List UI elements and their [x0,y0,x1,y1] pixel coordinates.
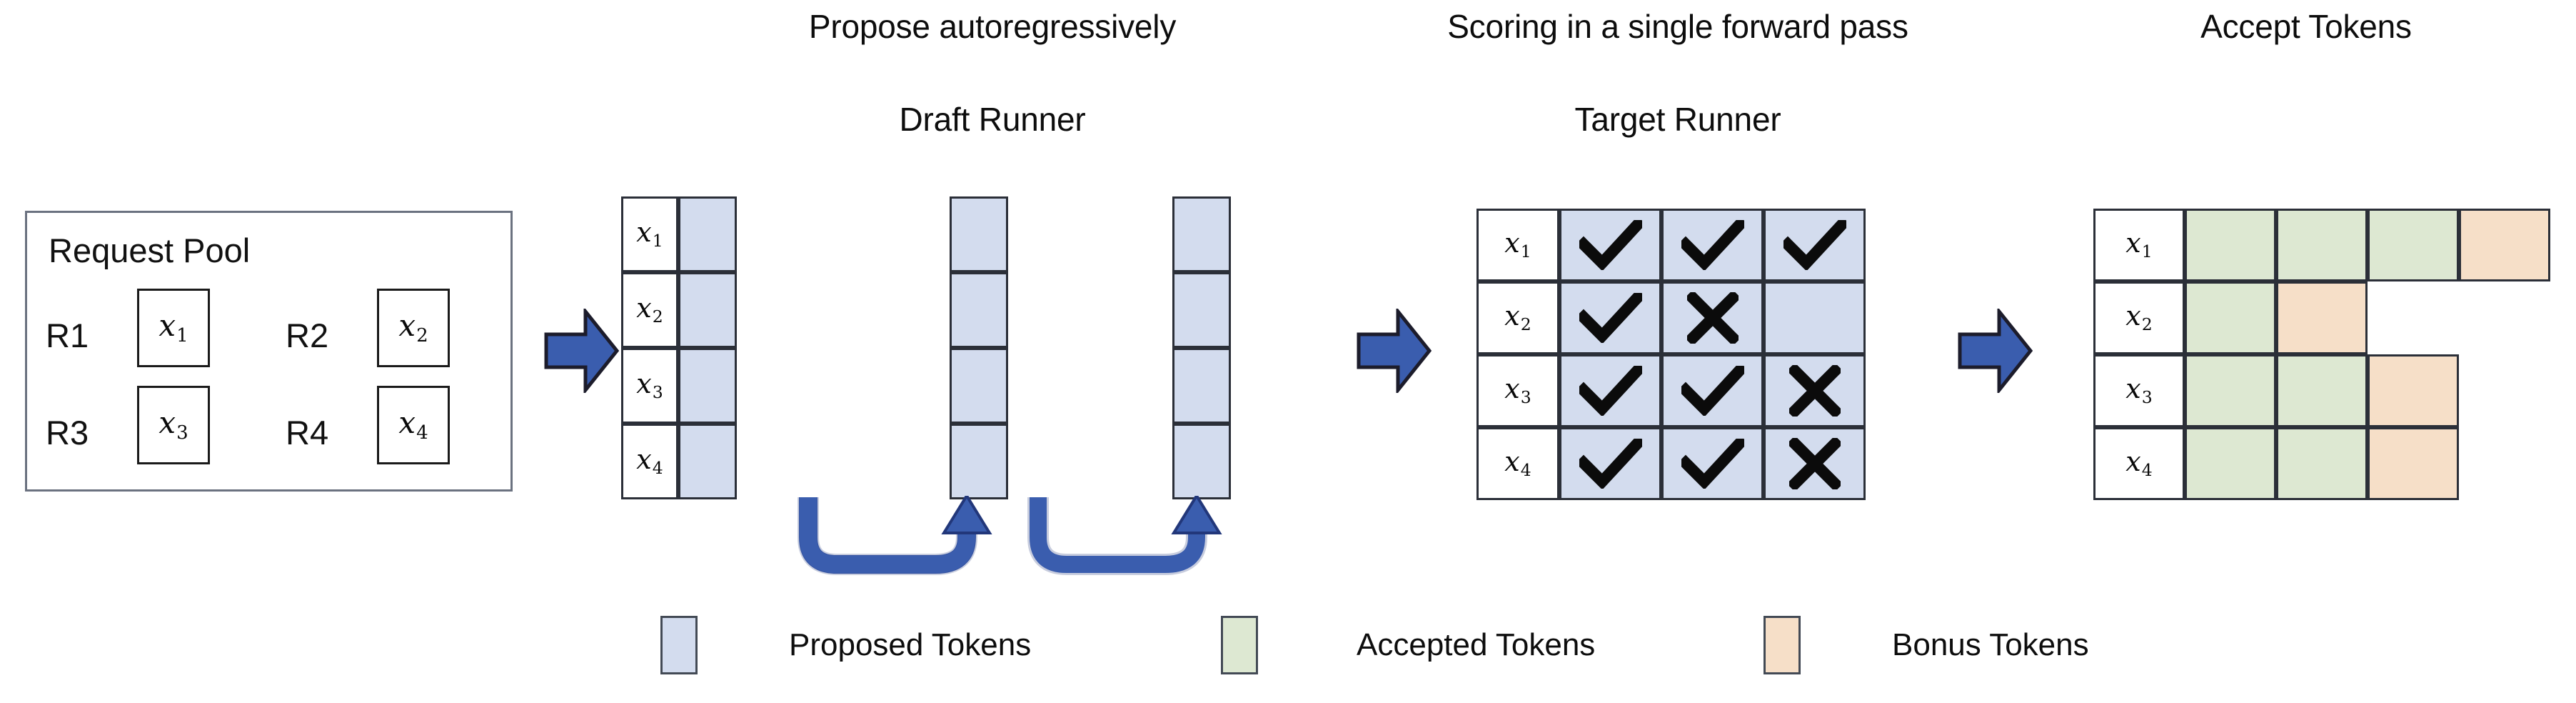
autoregressive-feedback-arrow-2 [1022,496,1229,582]
target-cell-r3-c2 [1661,354,1764,427]
request-token-box-r1: x1 [137,289,210,367]
blank-cell [1766,284,1863,352]
accept-cell-r4-c2 [2276,427,2368,500]
target-cell-r3-c1 [1559,354,1661,427]
check-icon [1561,429,1659,498]
request-label-r1: R1 [46,316,89,354]
legend-swatch-accepted [1221,616,1258,674]
accept-cell-r1-c2 [2276,209,2368,281]
token-glyph-r1: x1 [159,308,188,346]
check-icon [1766,211,1863,279]
accept-cell-r1-c4-bonus [2459,209,2550,281]
arrow-target-to-accept [1958,309,2033,393]
target-cell-r4-c1 [1559,427,1661,500]
cross-icon [1664,284,1761,352]
request-label-r2: R2 [286,316,329,354]
accept-cell-r4-c1 [2185,427,2276,500]
cross-icon [1766,357,1863,425]
target-cell-r1-c1 [1559,209,1661,281]
accept-cell-r1-c1 [2185,209,2276,281]
request-token-box-r3: x3 [137,386,210,464]
target-cell-r4-c2 [1661,427,1764,500]
token-glyph-r2: x2 [398,308,428,346]
heading-draft-runner: Draft Runner [899,101,1086,138]
target-cell-r2-c2 [1661,281,1764,354]
legend-label-bonus: Bonus Tokens [1892,627,2089,662]
accept-cell-r1-c3 [2368,209,2459,281]
token-glyph-r4: x4 [398,405,428,444]
accept-cell-r3-c1 [2185,354,2276,427]
draft-cell-r4-s1 [678,424,737,499]
heading-target-runner: Target Runner [1574,101,1781,138]
target-cell-r1-c2 [1661,209,1764,281]
draft-cell-r1-s1 [678,196,737,272]
check-icon [1561,284,1659,352]
legend-label-proposed: Proposed Tokens [789,627,1032,662]
draft-cell-r3-s3 [1172,348,1231,424]
request-token-box-r2: x2 [377,289,450,367]
draft-cell-r3-s1 [678,348,737,424]
accept-cell-r2-c2-bonus [2276,281,2368,354]
draft-row-label-2: x2 [621,272,678,348]
accept-row-label-3: x3 [2093,354,2185,427]
cross-icon [1766,429,1863,498]
draft-cell-r2-s3 [1172,272,1231,348]
target-row-label-2: x2 [1476,281,1559,354]
accept-row-label-4: x4 [2093,427,2185,500]
draft-cell-r2-s2 [950,272,1008,348]
legend-swatch-bonus [1764,616,1801,674]
draft-cell-r2-s1 [678,272,737,348]
target-cell-r1-c3 [1764,209,1866,281]
target-cell-r4-c3 [1764,427,1866,500]
target-cell-r2-c3 [1764,281,1866,354]
autoregressive-feedback-arrow-1 [793,496,1000,582]
target-row-label-1: x1 [1476,209,1559,281]
accept-cell-r4-c3-bonus [2368,427,2459,500]
draft-row-label-3: x3 [621,348,678,424]
arrow-draft-to-target [1357,309,1432,393]
request-token-box-r4: x4 [377,386,450,464]
heading-accept-tokens: Accept Tokens [2200,8,2412,45]
token-glyph-r3: x3 [159,405,188,444]
accept-row-label-1: x1 [2093,209,2185,281]
request-label-r4: R4 [286,414,329,452]
draft-cell-r1-s3 [1172,196,1231,272]
draft-row-label-4: x4 [621,424,678,499]
heading-propose-autoregressively: Propose autoregressively [808,8,1177,45]
check-icon [1664,429,1761,498]
accept-cell-r3-c3-bonus [2368,354,2459,427]
target-row-label-3: x3 [1476,354,1559,427]
draft-row-label-1: x1 [621,196,678,272]
heading-scoring-single-forward-pass: Scoring in a single forward pass [1447,8,1908,45]
draft-cell-r3-s2 [950,348,1008,424]
draft-cell-r1-s2 [950,196,1008,272]
request-pool-title: Request Pool [49,231,251,269]
check-icon [1664,211,1761,279]
check-icon [1664,357,1761,425]
check-icon [1561,211,1659,279]
accept-cell-r3-c2 [2276,354,2368,427]
draft-cell-r4-s2 [950,424,1008,499]
target-cell-r3-c3 [1764,354,1866,427]
request-label-r3: R3 [46,414,89,452]
target-cell-r2-c1 [1559,281,1661,354]
target-row-label-4: x4 [1476,427,1559,500]
accept-row-label-2: x2 [2093,281,2185,354]
arrow-pool-to-draft [544,309,619,393]
draft-cell-r4-s3 [1172,424,1231,499]
check-icon [1561,357,1659,425]
accept-cell-r2-c1 [2185,281,2276,354]
legend-swatch-proposed [660,616,698,674]
legend-label-accepted: Accepted Tokens [1357,627,1596,662]
